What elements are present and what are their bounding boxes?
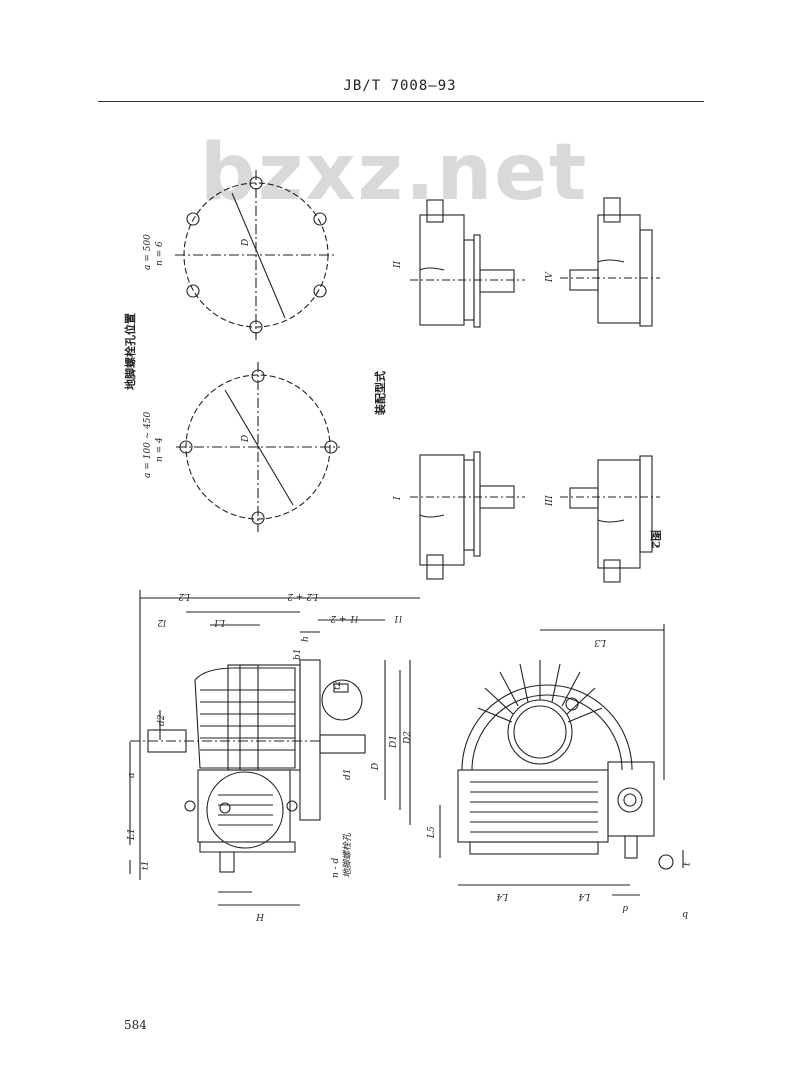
dim-D1: D1 <box>389 735 399 749</box>
figure-label: 图2 <box>649 530 662 549</box>
anchor-label: n - d <box>331 857 341 878</box>
mount-type-iv <box>560 197 660 327</box>
pattern4-d: D <box>241 435 251 443</box>
mount-type-i <box>410 451 525 580</box>
dim-L2-top: L2 <box>178 591 191 601</box>
bolt-pattern-six <box>175 170 337 340</box>
mount-label-iv: IV <box>545 270 555 283</box>
dim-t2: t2 <box>333 680 343 690</box>
page-number: 584 <box>124 1018 147 1032</box>
header-rule <box>98 101 704 102</box>
dim-l2: l2 <box>157 617 166 627</box>
dim-d2: d2 <box>157 714 167 726</box>
gearbox-side-view <box>129 590 420 906</box>
pattern4-n: n = 4 <box>155 437 165 462</box>
anchor-note: 地脚螺栓孔 <box>342 832 353 878</box>
pattern6-a: a = 500 <box>143 234 153 270</box>
figure-labels: 地脚螺栓孔位置 装配型式 图2 a = 500 n = 6 D a = 100 … <box>123 234 693 921</box>
dim-L2-plus: L2 + 2 <box>287 591 319 601</box>
dim-d: d <box>622 903 628 913</box>
dim-t: t <box>683 862 693 866</box>
mount-label-ii: II <box>393 260 403 269</box>
dim-L1-side: L1 <box>127 828 137 841</box>
mount-type-iii <box>560 455 660 583</box>
dim-L1-top: L1 <box>213 617 226 627</box>
dim-L3: L3 <box>594 637 607 647</box>
pattern6-n: n = 6 <box>155 241 165 266</box>
dim-L4-left: L4 <box>496 891 509 901</box>
dim-L5: L5 <box>427 826 437 839</box>
dim-h: h <box>301 636 311 642</box>
dim-b1: b1 <box>293 649 303 661</box>
dim-b: b <box>682 909 688 919</box>
bolt-pattern-four <box>176 362 340 532</box>
mount-type-ii <box>410 199 525 328</box>
bolt-section-title: 地脚螺栓孔位置 <box>123 313 137 390</box>
dim-D2: D2 <box>403 731 413 745</box>
dim-L4-right: L4 <box>578 891 591 901</box>
mounting-title: 装配型式 <box>373 371 387 416</box>
mount-label-i: I <box>393 496 403 501</box>
dim-l1-plus: l1 + 2 <box>330 613 358 623</box>
dim-H: H <box>256 911 265 921</box>
dim-l1: l1 <box>393 613 402 623</box>
pattern4-a: a = 100 ~ 450 <box>143 411 153 478</box>
dim-t1: t1 <box>141 861 151 870</box>
pattern6-d: D <box>241 239 251 247</box>
mount-label-iii: III <box>545 495 555 507</box>
dim-D: D <box>371 763 381 771</box>
dim-a: a <box>127 773 137 778</box>
watermark: bzxz.net <box>200 128 589 218</box>
dim-d1: d1 <box>343 769 353 781</box>
page-header: JB/T 7008—93 <box>343 78 457 94</box>
gearbox-front-view <box>439 624 684 896</box>
